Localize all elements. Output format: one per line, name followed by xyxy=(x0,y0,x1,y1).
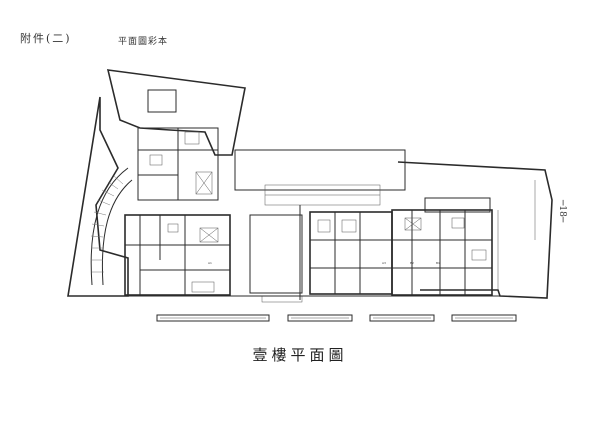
annex-label: 附件(二) xyxy=(20,32,72,45)
unit-block-a3: A3 xyxy=(309,211,393,295)
upper-left-block xyxy=(137,89,219,201)
plan-title: 壹樓平面圖 xyxy=(252,346,348,364)
sidewalk-strips xyxy=(156,314,517,322)
curved-ramp xyxy=(90,167,133,286)
unit-label-b2: B2 xyxy=(410,261,414,265)
page-number: ─18─ xyxy=(557,200,567,223)
central-lobby xyxy=(234,149,406,303)
annex-subtitle: 平面圖彩本 xyxy=(118,37,169,47)
right-annex xyxy=(424,180,536,290)
unit-block-a1: A1 xyxy=(124,214,231,296)
unit-label-a3: A3 xyxy=(382,261,386,265)
unit-block-b: B2 B1 xyxy=(391,209,493,296)
unit-label-a1: A1 xyxy=(208,261,212,265)
unit-label-b1: B1 xyxy=(436,261,440,265)
